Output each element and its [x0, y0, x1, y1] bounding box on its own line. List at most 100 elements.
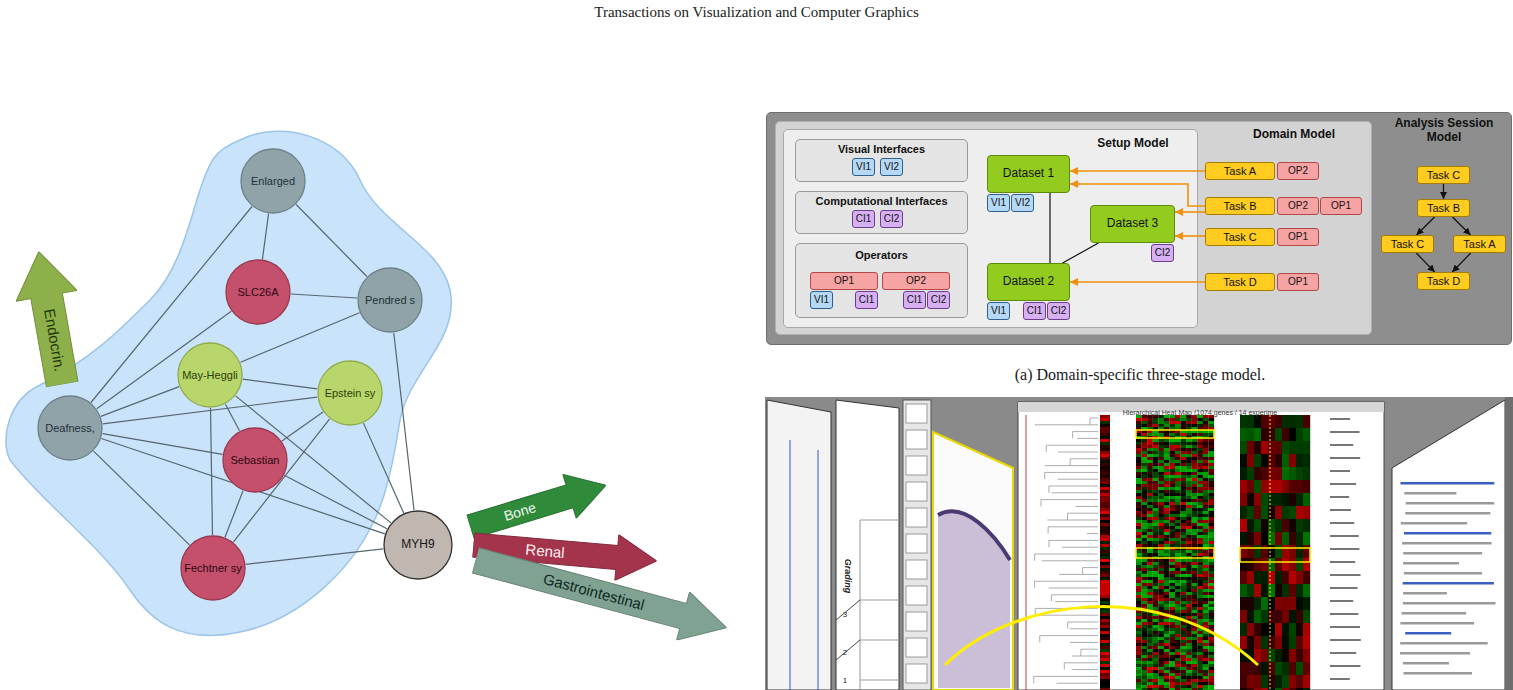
heatmap-view — [1018, 402, 1384, 690]
heat-cell — [1169, 670, 1175, 673]
heat-cell — [1181, 565, 1187, 568]
heat-cell — [1181, 520, 1187, 523]
heat-cell — [1100, 475, 1110, 478]
heat-cell — [1186, 649, 1192, 652]
heat-cell — [1192, 682, 1198, 685]
heat-cell — [1192, 493, 1198, 496]
heat-cell — [1175, 529, 1181, 532]
heat-cell — [1164, 646, 1170, 649]
heat-cell — [1158, 598, 1164, 601]
heat-cell — [1169, 595, 1175, 598]
heat-cell — [1169, 544, 1175, 547]
heat-cell — [1164, 493, 1170, 496]
heat-cell — [1175, 460, 1181, 463]
heat-cell — [1303, 532, 1310, 545]
heat-cell — [1254, 441, 1261, 454]
heat-cell — [1153, 589, 1159, 592]
heat-cell — [1175, 664, 1181, 667]
heat-cell — [1296, 454, 1303, 467]
heat-cell — [1164, 607, 1170, 610]
heat-cell — [1100, 658, 1110, 661]
heat-cell — [1153, 451, 1159, 454]
heat-cell — [1203, 667, 1209, 670]
heat-cell — [1153, 685, 1159, 688]
heat-cell — [1296, 688, 1303, 690]
circle-outline — [226, 260, 290, 324]
heat-cell — [1203, 421, 1209, 424]
heat-cell — [1153, 637, 1159, 640]
heat-cell — [1197, 466, 1203, 469]
connector — [1175, 211, 1205, 213]
heat-cell — [1158, 616, 1164, 619]
heat-cell — [1169, 580, 1175, 583]
heat-cell — [1192, 571, 1198, 574]
heat-cell — [1247, 636, 1254, 649]
heat-cell — [1186, 520, 1192, 523]
heat-cell — [1208, 571, 1214, 574]
heat-cell — [1158, 685, 1164, 688]
heat-cell — [1275, 441, 1282, 454]
heat-cell — [1142, 469, 1148, 472]
heat-cell — [1136, 541, 1142, 544]
connector — [363, 423, 403, 513]
heat-cell — [1192, 559, 1198, 562]
heat-cell — [1158, 676, 1164, 679]
heat-cell — [1100, 640, 1110, 643]
heat-cell — [1197, 664, 1203, 667]
heat-cell — [1303, 571, 1310, 584]
heat-cell — [1208, 490, 1214, 493]
dendrogram-branch — [1049, 486, 1098, 487]
heat-cell — [1282, 532, 1289, 545]
heat-cell — [1175, 652, 1181, 655]
heat-cell — [1158, 499, 1164, 502]
heat-cell — [1175, 508, 1181, 511]
heat-cell — [1136, 613, 1142, 616]
heat-cell — [1136, 472, 1142, 475]
heat-cell — [1197, 601, 1203, 604]
heat-cell — [1175, 532, 1181, 535]
heat-cell — [1147, 667, 1153, 670]
heat-cell — [1136, 652, 1142, 655]
heat-cell — [1169, 520, 1175, 523]
heat-cell — [1181, 682, 1187, 685]
heat-cell — [1158, 463, 1164, 466]
heat-cell — [1147, 490, 1153, 493]
heat-cell — [1158, 571, 1164, 574]
heat-cell — [1100, 469, 1110, 472]
dendrogram-branch — [1075, 506, 1098, 507]
heat-cell — [1147, 598, 1153, 601]
heat-cell — [1147, 496, 1153, 499]
row-label-mark — [1330, 639, 1361, 641]
heat-cell — [1296, 597, 1303, 610]
heat-cell — [1175, 640, 1181, 643]
heat-cell — [1136, 634, 1142, 637]
heat-cell — [1136, 550, 1142, 553]
heat-cell — [1147, 484, 1153, 487]
heat-cell — [1147, 508, 1153, 511]
node-label: CI2 — [931, 294, 947, 306]
heat-cell — [1153, 670, 1159, 673]
heat-cell — [1181, 640, 1187, 643]
heat-cell — [1100, 520, 1110, 523]
heat-cell — [1164, 661, 1170, 664]
heat-cell — [1197, 514, 1203, 517]
heat-cell — [1153, 481, 1159, 484]
heat-cell — [1153, 580, 1159, 583]
dendrogram-branch — [1049, 588, 1098, 589]
heat-cell — [1175, 550, 1181, 553]
heat-cell — [1169, 454, 1175, 457]
heat-cell — [1192, 433, 1198, 436]
connector — [94, 451, 190, 545]
heat-cell — [1203, 595, 1209, 598]
heat-cell — [1169, 637, 1175, 640]
heat-cell — [1275, 688, 1282, 690]
box-heading: Domain Model — [1253, 128, 1335, 142]
heat-cell — [1197, 580, 1203, 583]
heat-cell — [1296, 675, 1303, 688]
heat-cell — [1197, 442, 1203, 445]
heat-cell — [1203, 616, 1209, 619]
dendrogram-branch — [1064, 662, 1098, 663]
heat-cell — [1164, 649, 1170, 652]
heat-cell — [1153, 484, 1159, 487]
heat-cell — [1296, 649, 1303, 662]
